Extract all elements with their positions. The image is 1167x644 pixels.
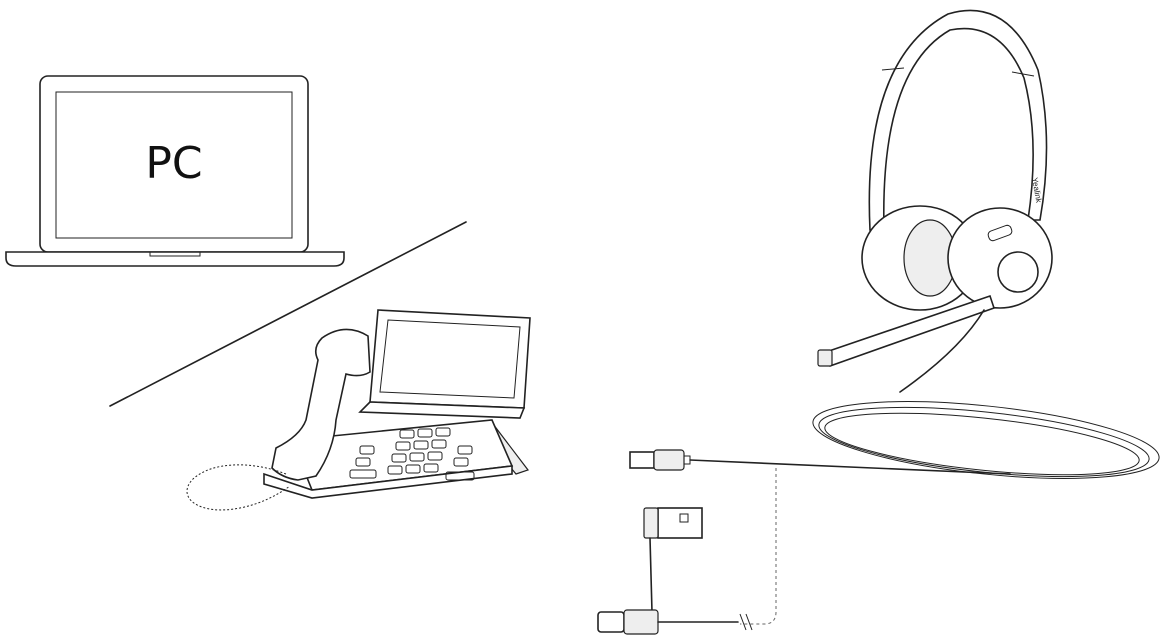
usb-a-cable bbox=[629, 449, 1011, 475]
phone-coiled-cord bbox=[186, 464, 291, 511]
phone-screen-frame bbox=[369, 309, 531, 409]
headband-marks bbox=[881, 67, 1035, 77]
usb-c-adapter bbox=[597, 507, 753, 635]
pc-label: PC bbox=[145, 138, 202, 189]
right-ear-cup bbox=[947, 207, 1053, 309]
adapter-cable bbox=[649, 537, 653, 613]
adapter-usb-a-port bbox=[679, 513, 689, 523]
cable-break-mark bbox=[739, 613, 753, 631]
mic-tip bbox=[817, 349, 833, 367]
cable-coil bbox=[812, 401, 1160, 479]
laptop-screen bbox=[55, 91, 293, 239]
phone-screen bbox=[379, 319, 521, 399]
usb-c-housing bbox=[623, 609, 659, 635]
dashed-link bbox=[740, 468, 777, 625]
usb-a-housing bbox=[653, 449, 685, 471]
desk-phone bbox=[186, 309, 531, 511]
headband bbox=[868, 9, 1048, 231]
usb-a-plug bbox=[629, 451, 655, 469]
right-ear-control bbox=[997, 251, 1039, 293]
laptop: PC bbox=[5, 75, 345, 267]
phone-screen-bottom bbox=[358, 401, 526, 419]
phone-handset bbox=[271, 328, 371, 481]
divider-line bbox=[109, 221, 467, 407]
laptop-notch bbox=[149, 252, 201, 257]
adapter-housing bbox=[643, 507, 659, 539]
usb-cable-line bbox=[689, 459, 1011, 475]
laptop-base bbox=[5, 251, 345, 267]
phone-base-front bbox=[263, 465, 513, 499]
headset-cable-top bbox=[899, 309, 985, 393]
usb-c-plug bbox=[597, 611, 625, 633]
headset: Yealink bbox=[817, 9, 1053, 393]
adapter-usb-a-end bbox=[657, 507, 703, 539]
usb-a-strain bbox=[683, 455, 691, 465]
phone-keypad bbox=[349, 427, 475, 481]
volume-buttons bbox=[987, 224, 1013, 242]
